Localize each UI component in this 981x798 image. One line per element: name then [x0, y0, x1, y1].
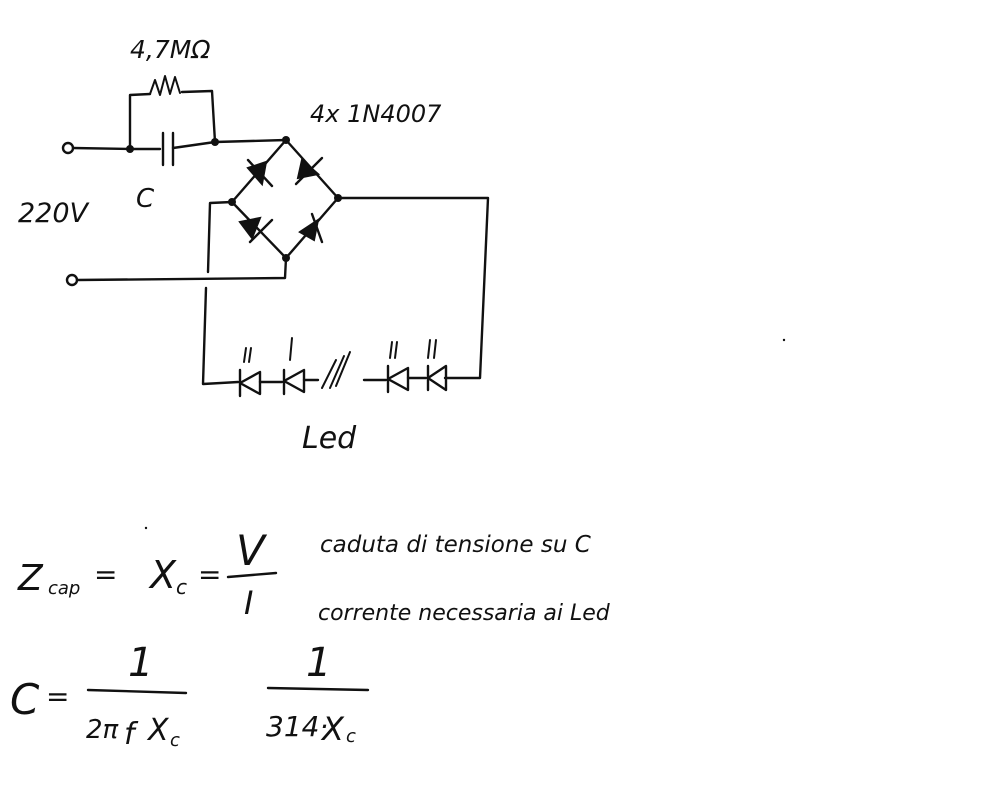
fraction-bar-v-i	[226, 571, 278, 579]
diode-2	[294, 156, 324, 186]
resistor-value-label: 4,7MΩ	[130, 35, 210, 64]
formula-z-symbol: Z	[17, 558, 44, 599]
capacitor	[161, 131, 217, 167]
fraction-bar-2	[266, 686, 370, 692]
formula-v: V	[236, 526, 268, 575]
wire-bridge-left	[206, 200, 234, 274]
resistor-branch	[128, 89, 217, 151]
bridge-rectifier	[228, 136, 342, 262]
formula-xc-symbol: X	[148, 553, 177, 597]
formula-den2-x: X	[320, 710, 345, 748]
led-4	[426, 339, 448, 392]
wire-dc-minus	[201, 286, 240, 386]
stray-dot-2	[144, 526, 148, 530]
formula-den1-x: X	[146, 713, 170, 748]
note-current: corrente necessaria ai Led	[318, 601, 611, 626]
led-2	[282, 337, 320, 396]
led-string	[238, 337, 448, 398]
led-label: Led	[302, 421, 357, 456]
bridge-diodes-label: 4x 1N4007	[310, 100, 442, 128]
wire-mains-bottom	[75, 256, 288, 282]
fraction-bar-1	[86, 688, 188, 695]
formula-numerator-2: 1	[306, 640, 331, 686]
formula-den2-prefix: 314·	[266, 710, 328, 743]
capacitor-label: C	[136, 184, 155, 214]
formula-equals-3: =	[46, 680, 69, 713]
formula-xc-subscript: c	[176, 575, 187, 599]
wire-mains-top	[71, 146, 162, 151]
formula-equals-1: =	[94, 558, 117, 591]
mains-terminal-top	[61, 141, 75, 155]
formula-c-symbol: C	[10, 675, 40, 724]
formula-den1-x-subscript: c	[170, 730, 180, 751]
formula-numerator-1: 1	[128, 640, 153, 686]
led-1	[238, 347, 284, 398]
formula-equals-2: =	[198, 558, 221, 591]
diode-4	[298, 212, 324, 244]
diode-3	[238, 216, 274, 244]
mains-terminal-bottom	[65, 273, 79, 287]
diode-1	[246, 158, 274, 188]
resistor	[149, 75, 181, 96]
mains-voltage-label: 220V	[18, 198, 91, 229]
wire-to-bridge	[213, 138, 288, 144]
formula-den1-prefix: 2π	[86, 715, 119, 745]
stray-dot	[782, 338, 786, 342]
note-voltage-drop: caduta di tensione su C	[320, 532, 591, 558]
led-break-mark	[321, 351, 351, 389]
formula-den1-f: f	[124, 717, 139, 752]
formula-i: I	[244, 584, 253, 622]
wire-dc-plus	[336, 196, 490, 380]
formula-z-subscript: cap	[48, 578, 80, 599]
formulas: Z cap = X c = V I caduta di tensione su …	[10, 526, 611, 752]
circuit: 220V C 4,7MΩ	[18, 35, 786, 530]
led-3	[386, 341, 428, 394]
formula-den2-x-subscript: c	[346, 726, 356, 747]
